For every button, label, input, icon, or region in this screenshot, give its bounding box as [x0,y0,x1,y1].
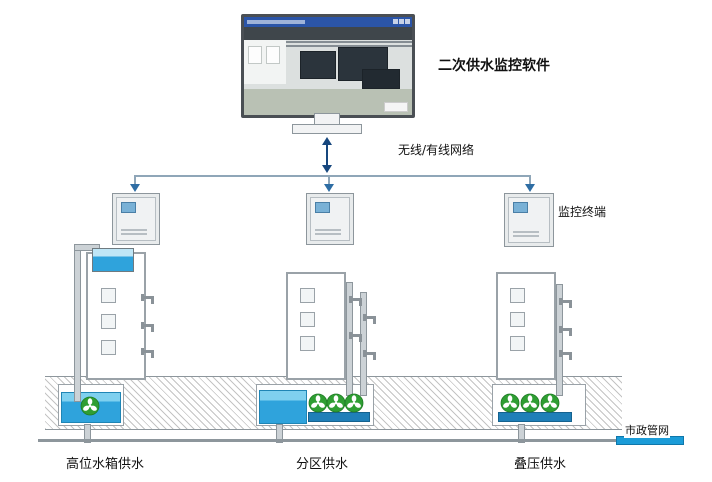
pump-impeller-icon [520,393,540,413]
window-controls-icon [393,19,398,24]
faucet-icon [349,296,362,306]
monitor-stand-base [292,124,362,134]
pump-impeller-icon [326,393,346,413]
cabinet-vent [513,231,539,233]
municipal-feed-middle [276,424,283,443]
network-drop-middle [328,176,330,185]
riser-pipe-mid-2 [360,292,367,396]
pit-tank-middle [259,390,307,424]
cabinet-panel [508,197,550,243]
window [101,314,116,329]
pump-skid-middle [308,412,370,422]
network-line-horizontal [134,175,531,177]
pump-impeller-icon [344,393,364,413]
screen-titlebar [244,17,412,27]
cabinet-vent [513,235,539,237]
window [510,312,525,327]
riser-elbow-left [74,244,100,251]
scene-equipment-block [300,51,336,79]
faucet-icon [363,314,376,324]
scene-wall [244,40,286,84]
riser-pipe-right [556,284,563,396]
cabinet-panel [116,197,156,241]
network-label: 无线/有线网络 [398,143,475,157]
terminal-cabinet-right [504,193,554,247]
pump-room-scene [244,27,412,115]
window [300,288,315,303]
pump-impeller-icon [308,393,328,413]
riser-pipe-left [74,244,81,402]
rooftop-tank [92,248,134,272]
network-drop-right [529,176,531,185]
arrow-down-icon [324,184,334,192]
software-label: 二次供水监控软件 [438,58,550,74]
cabinet-vent [315,229,341,231]
terminal-cabinet-middle [306,193,354,245]
building-right [496,272,556,380]
network-drop-left [134,176,136,185]
cabinet-vent [315,233,341,235]
window [300,312,315,327]
pump-impeller-icon [80,396,100,416]
cabinet-vent [121,233,147,235]
scene-watermark [384,102,408,112]
building-left [86,252,146,380]
faucet-icon [349,332,362,342]
faucet-icon [141,348,154,358]
municipal-label: 市政管网 [624,422,670,438]
titlebar-text-strip [247,20,305,24]
window-controls-icon [399,19,404,24]
arrow-down-icon [525,184,535,192]
arrow-down-icon [322,165,332,173]
terminal-label: 监控终端 [558,205,607,219]
scene-pipe [244,41,412,43]
network-link-line [326,144,328,166]
scene-equipment-block [362,69,400,89]
scenario-label-high-tank: 高位水箱供水 [66,457,145,472]
building-middle [286,272,346,380]
cabinet-screen [513,202,528,213]
pump-skid-right [498,412,572,422]
cabinet-panel [310,197,350,241]
pump-impeller-icon [540,393,560,413]
window [101,340,116,355]
window [510,288,525,303]
window [300,336,315,351]
street-line [38,439,682,442]
faucet-icon [559,298,572,308]
window [101,288,116,303]
municipal-feed-left [84,424,91,443]
scene-ceiling [244,27,412,40]
municipal-feed-right [518,424,525,443]
terminal-cabinet-left [112,193,160,245]
faucet-icon [363,350,376,360]
faucet-icon [559,350,572,360]
window [510,336,525,351]
window-controls-icon [405,19,410,24]
cabinet-screen [121,202,136,213]
scene-window [248,46,262,64]
scenario-label-zoned: 分区供水 [296,457,349,472]
cabinet-vent [121,229,147,231]
scene-pipe [244,45,412,47]
pump-impeller-icon [500,393,520,413]
faucet-icon [141,294,154,304]
monitor [241,14,415,118]
faucet-icon [141,322,154,332]
arrow-up-icon [322,137,332,145]
scenario-label-stacked: 叠压供水 [514,457,567,472]
scene-window [266,46,280,64]
faucet-icon [559,326,572,336]
cabinet-screen [315,202,330,213]
arrow-down-icon [130,184,140,192]
